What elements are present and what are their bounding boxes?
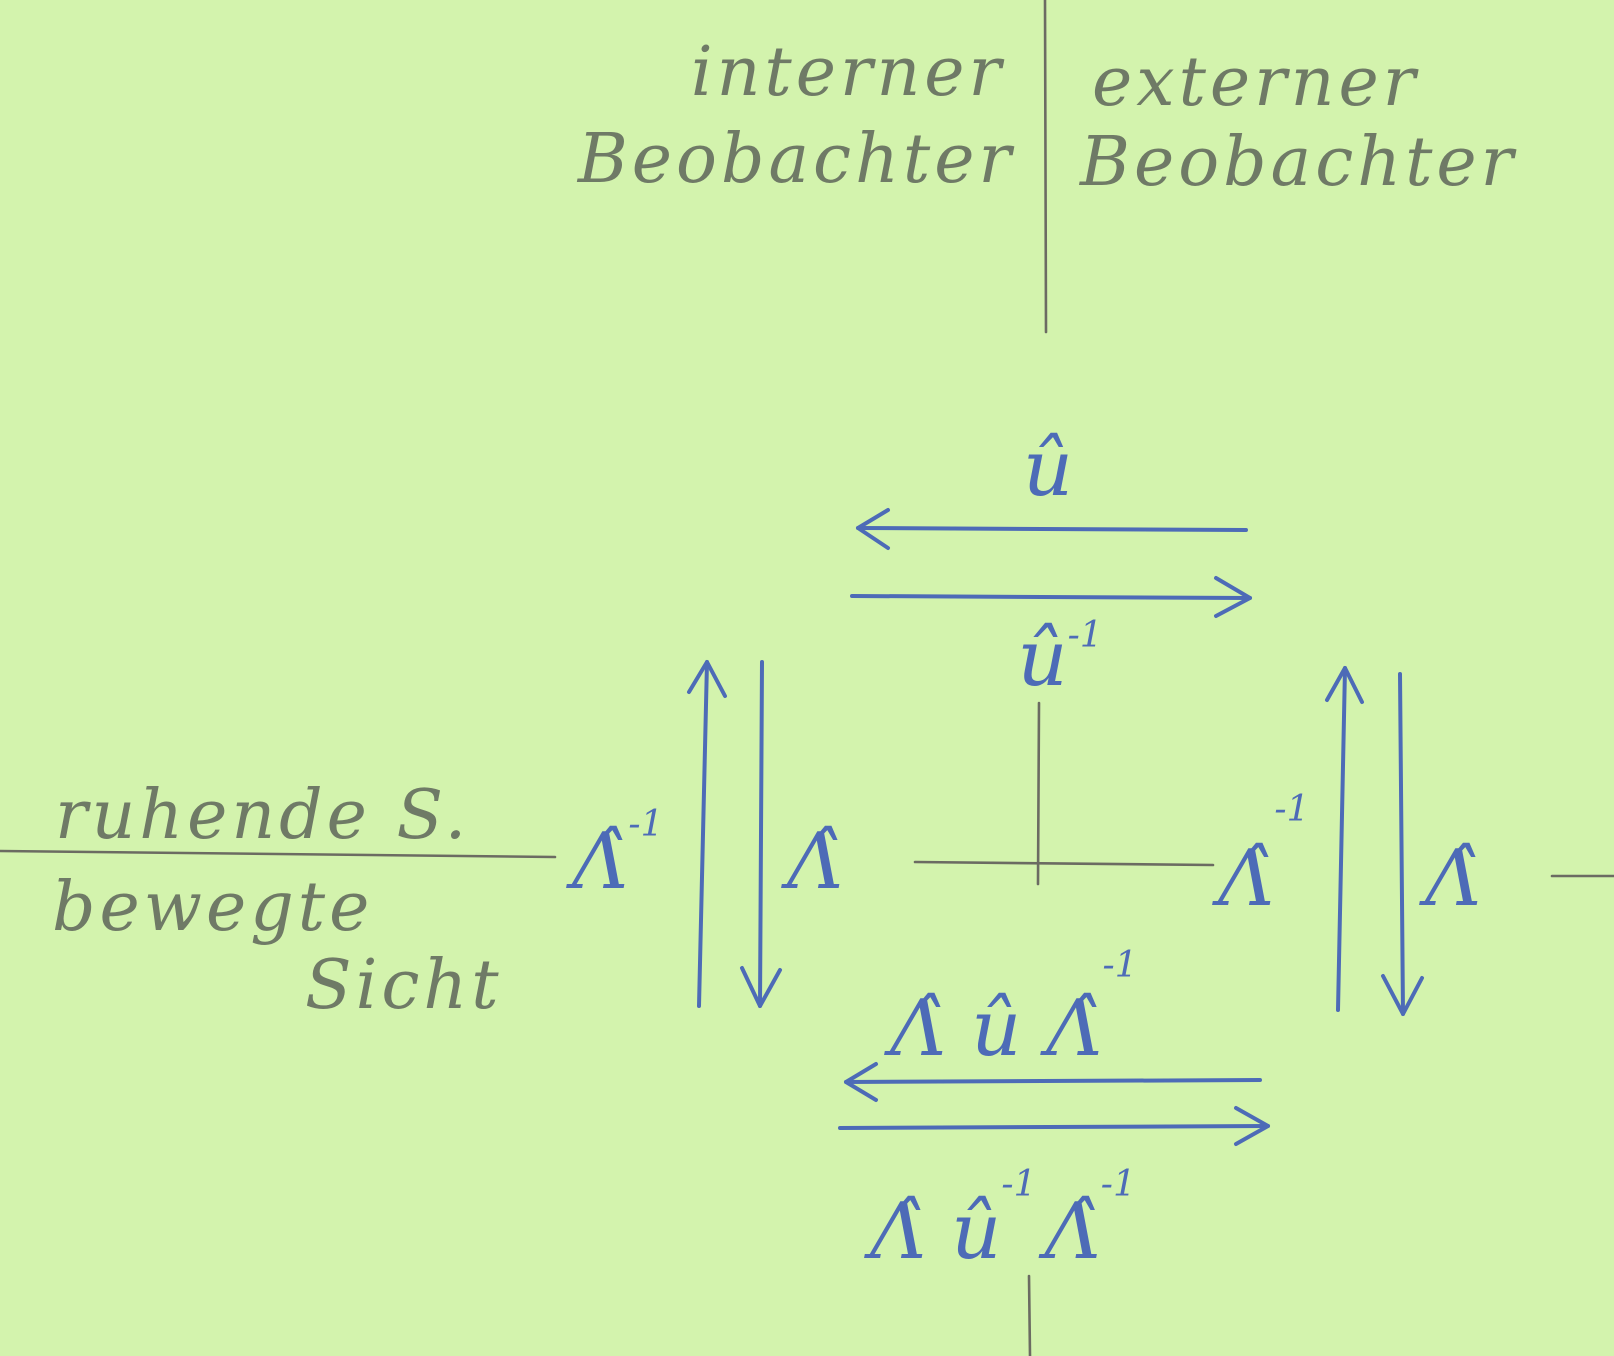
left-horizontal-divider (0, 849, 557, 859)
rest-view-label: ruhende S. (55, 776, 470, 855)
right-inverse-operator-label: Λ̂-1 (1212, 789, 1309, 924)
internal-observer-label-line1: interner (691, 33, 1005, 112)
moving-view-label-line1: bewegte (52, 868, 373, 947)
right-direct-operator-label: Λ̂ (1419, 834, 1481, 924)
bottom-inverse-operator-label: Λ̂ û-1Λ̂-1 (864, 1164, 1136, 1277)
moving-view-label-line2: Sicht (305, 946, 503, 1025)
top-left-arrow (856, 508, 1248, 550)
center-vertical-line (1036, 701, 1041, 886)
bottom-right-arrow (838, 1106, 1270, 1146)
top-operator-label: û (1023, 424, 1073, 514)
left-direct-operator-label: Λ̂ (781, 817, 843, 907)
left-down-arrow (740, 660, 782, 1008)
center-horizontal-line (913, 860, 1215, 867)
bottom-vertical-stub (1027, 1274, 1032, 1356)
right-down-arrow (1381, 672, 1424, 1016)
internal-observer-label-line2: Beobachter (576, 120, 1015, 199)
left-up-arrow (687, 660, 727, 1008)
top-inverse-operator-label: û-1 (1017, 614, 1102, 704)
bottom-operator-label: Λ̂ û Λ̂-1 (884, 945, 1138, 1074)
left-inverse-operator-label: Λ̂-1 (566, 804, 663, 907)
top-vertical-divider (1043, 0, 1048, 334)
right-up-arrow (1325, 666, 1364, 1012)
external-observer-label-line1: externer (1092, 43, 1419, 122)
external-observer-label-line2: Beobachter (1078, 123, 1517, 202)
top-right-arrow (850, 576, 1252, 618)
bottom-left-arrow (844, 1062, 1262, 1102)
